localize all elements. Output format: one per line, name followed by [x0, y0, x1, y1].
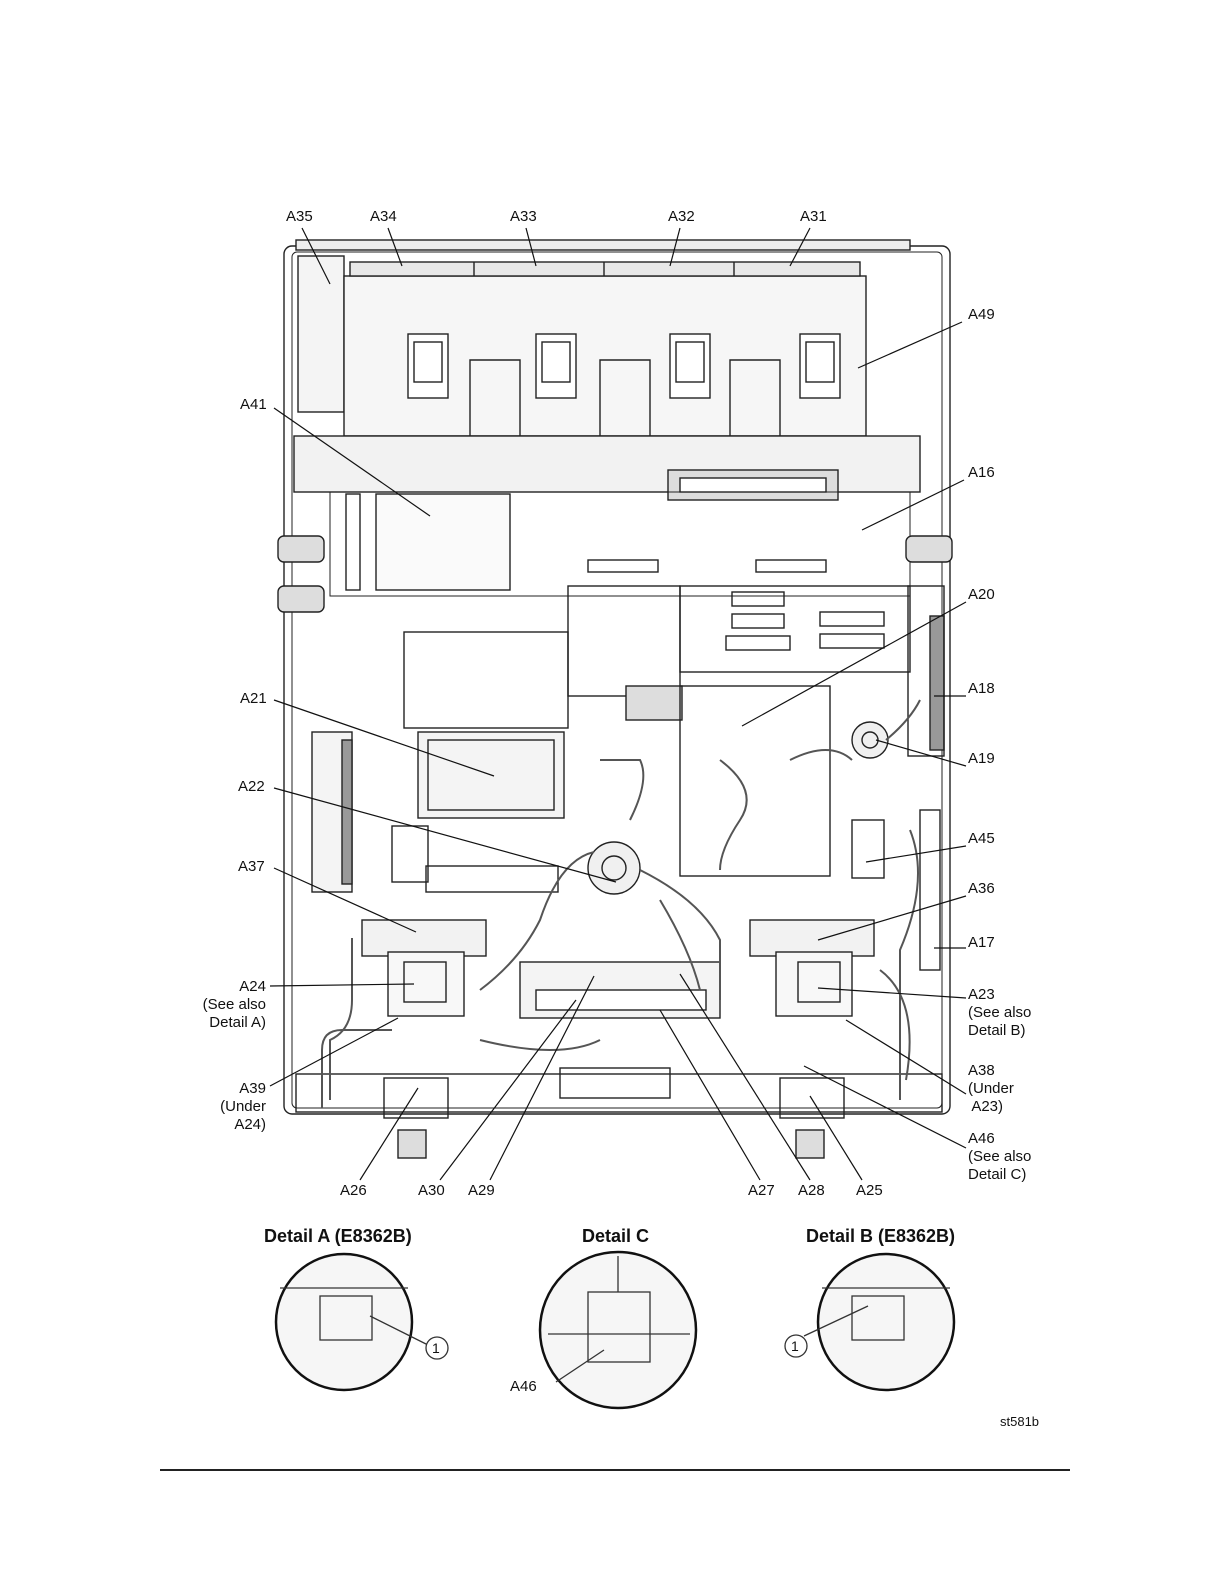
label-a26: A26 [340, 1182, 367, 1200]
label-a18: A18 [968, 680, 995, 698]
label-a16: A16 [968, 464, 995, 482]
label-a24: A24 (See also Detail A) [196, 978, 266, 1032]
detail-b-callout: 1 [791, 1337, 799, 1355]
footer-rule [160, 1469, 1070, 1471]
figure-id: st581b [1000, 1414, 1039, 1429]
label-a22: A22 [238, 778, 265, 796]
detail-c-title: Detail C [582, 1226, 649, 1247]
label-a28: A28 [798, 1182, 825, 1200]
label-a36: A36 [968, 880, 995, 898]
label-a49: A49 [968, 306, 995, 324]
label-a27: A27 [748, 1182, 775, 1200]
coupler-a36 [750, 920, 874, 956]
label-a19: A19 [968, 750, 995, 768]
detail-a-title: Detail A (E8362B) [264, 1226, 412, 1247]
detail-a-callout: 1 [432, 1339, 440, 1357]
label-a35: A35 [286, 208, 313, 226]
detail-b-title: Detail B (E8362B) [806, 1226, 955, 1247]
label-a38: A38 (Under A23) [968, 1062, 1014, 1116]
label-a46: A46 (See also Detail C) [968, 1130, 1031, 1184]
label-a33: A33 [510, 208, 537, 226]
detail-a-circle [276, 1254, 412, 1390]
label-a41: A41 [240, 396, 267, 414]
label-a45: A45 [968, 830, 995, 848]
label-a29: A29 [468, 1182, 495, 1200]
detail-c-label: A46 [510, 1378, 537, 1396]
label-a20: A20 [968, 586, 995, 604]
label-a39: A39 (Under A24) [206, 1080, 266, 1134]
label-a34: A34 [370, 208, 397, 226]
label-a32: A32 [668, 208, 695, 226]
label-a21: A21 [240, 690, 267, 708]
label-a37: A37 [238, 858, 265, 876]
label-a31: A31 [800, 208, 827, 226]
detail-b-circle [818, 1254, 954, 1390]
coupler-hub-a22 [588, 842, 640, 894]
label-a25: A25 [856, 1182, 883, 1200]
label-a23: A23 (See also Detail B) [968, 986, 1031, 1040]
label-a17: A17 [968, 934, 995, 952]
label-a30: A30 [418, 1182, 445, 1200]
coupler-a37 [362, 920, 486, 956]
